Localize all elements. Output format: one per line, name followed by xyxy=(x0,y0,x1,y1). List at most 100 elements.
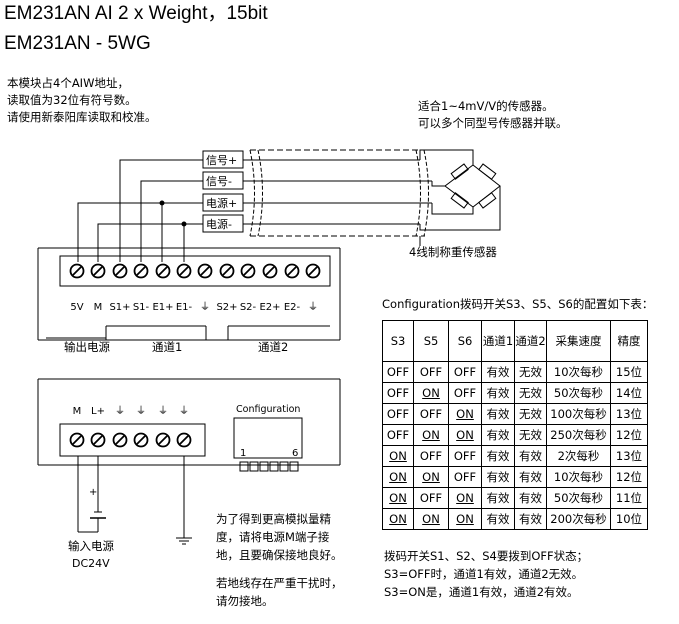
cell-s3: ON xyxy=(382,487,414,509)
cell-speed: 10次每秒 xyxy=(546,466,611,488)
cell-s3: OFF xyxy=(382,382,414,404)
cell-text: ON xyxy=(456,406,474,421)
grounding-note: 请勿接地。 xyxy=(216,594,274,608)
header-s5: S5 xyxy=(413,320,449,362)
cell-text: 有效 xyxy=(519,469,542,484)
grounding-note xyxy=(216,564,343,574)
cell-speed: 100次每秒 xyxy=(546,403,611,425)
lower-terminal-screw-slot xyxy=(72,435,82,445)
table-header-row: S3 S5 S6 通道1 通道2 采集速度 精度 xyxy=(382,320,648,362)
upper-terminal-screw-slot xyxy=(243,266,253,276)
svg-text:+: + xyxy=(89,487,97,498)
cell-precision: 12位 xyxy=(610,424,648,446)
cell-text: 无效 xyxy=(519,385,542,400)
title-line-1: EM231AN AI 2 x Weight，15bit xyxy=(4,3,268,24)
lower-terminal-screw-slot xyxy=(136,435,146,445)
cell-precision: 11位 xyxy=(610,487,648,509)
cell-s5: ON xyxy=(413,382,449,404)
cell-channel-2: 无效 xyxy=(514,382,547,404)
cell-text: OFF xyxy=(453,448,477,463)
sensor-label: 4线制称重传感器 xyxy=(409,245,497,259)
intro-note: 本模块占4个AIW地址， xyxy=(7,76,129,90)
cell-text: 10次每秒 xyxy=(553,469,604,484)
lower-terminal-screw-slot xyxy=(158,435,168,445)
cell-s6: OFF xyxy=(448,466,482,488)
cell-text: 有效 xyxy=(486,364,510,379)
cell-text: 无效 xyxy=(519,406,542,421)
cell-precision: 10位 xyxy=(610,508,648,530)
cell-text: 无效 xyxy=(519,364,542,379)
upper-terminal-label: E1+ xyxy=(152,302,173,313)
header-s6: S6 xyxy=(448,320,482,362)
upper-terminal-screw-slot xyxy=(200,266,210,276)
cell-s6: OFF xyxy=(448,382,482,404)
grounding-note: 若地线存在严重干扰时， xyxy=(216,576,343,590)
cell-text: OFF xyxy=(386,385,410,400)
group-label-channel-2: 通道2 xyxy=(258,340,288,354)
cell-text: OFF xyxy=(419,406,443,421)
group-label-channel-1: 通道1 xyxy=(152,340,182,354)
cell-precision: 14位 xyxy=(610,382,648,404)
cell-text: ON xyxy=(389,469,407,484)
upper-terminal-label: ⏚ xyxy=(308,301,318,313)
cell-text: ON xyxy=(422,511,440,526)
upper-terminal-label: ⏚ xyxy=(200,301,210,313)
cell-text: OFF xyxy=(453,469,477,484)
cell-channel-1: 有效 xyxy=(481,424,515,446)
lower-terminal-label: M xyxy=(73,406,82,417)
upper-terminal-screw-slot xyxy=(72,266,82,276)
upper-terminal-screw-slot xyxy=(158,266,168,276)
upper-terminal-screw-slot xyxy=(222,266,232,276)
power-input-voltage: DC24V xyxy=(72,557,110,570)
cell-text: OFF xyxy=(453,385,477,400)
cell-s5: OFF xyxy=(413,445,449,467)
wire-label-power-minus: 电源- xyxy=(206,217,232,231)
cell-text: ON xyxy=(456,511,474,526)
cell-text: OFF xyxy=(386,427,410,442)
cell-speed: 250次每秒 xyxy=(546,424,611,446)
wire-label-signal-minus: 信号- xyxy=(206,175,232,188)
grounding-note: 地，且要确保接地良好。 xyxy=(216,548,343,562)
cell-precision: 12位 xyxy=(610,466,648,488)
cell-channel-2: 无效 xyxy=(514,403,547,425)
cell-text: 有效 xyxy=(486,490,510,505)
cell-text: ON xyxy=(422,385,440,400)
cell-text: 50次每秒 xyxy=(553,385,604,400)
cell-text: 14位 xyxy=(615,385,643,400)
bottom-notes: 拨码开关S1、S2、S4要拨到OFF状态； S3=OFF时，通道1有效，通道2无… xyxy=(384,547,588,601)
cell-text: 有效 xyxy=(519,511,542,526)
cell-s3: ON xyxy=(382,508,414,530)
cell-text: OFF xyxy=(386,406,410,421)
grounding-note: 度，请将电源M端子接 xyxy=(216,530,330,544)
upper-terminal-label: S1- xyxy=(133,302,150,313)
lower-terminal-screw-slot xyxy=(93,435,103,445)
cell-s5: ON xyxy=(413,424,449,446)
grounding-notes: 为了得到更高模拟量精 度，请将电源M端子接 地，且要确保接地良好。 若地线存在严… xyxy=(216,510,343,610)
upper-terminal-label: S2- xyxy=(240,302,257,313)
cell-text: 2次每秒 xyxy=(557,448,600,463)
cell-s6: ON xyxy=(448,403,482,425)
config-switch-label: Configuration xyxy=(236,404,300,415)
cell-text: 13位 xyxy=(615,406,643,421)
upper-terminal-screw-slot xyxy=(136,266,146,276)
cell-s5: OFF xyxy=(413,403,449,425)
cell-text: OFF xyxy=(419,364,443,379)
intro-notes: 本模块占4个AIW地址， 读取值为32位有符号数。 请使用新泰阳库读取和校准。 xyxy=(7,75,157,126)
upper-terminal-label: E1- xyxy=(176,302,193,313)
cell-text: 12位 xyxy=(615,427,643,442)
cell-s6: OFF xyxy=(448,445,482,467)
cell-channel-2: 有效 xyxy=(514,445,547,467)
cell-text: 有效 xyxy=(486,469,510,484)
header-channel-1: 通道1 xyxy=(481,320,515,362)
lower-terminal-label: L+ xyxy=(91,406,105,417)
cell-text: 无效 xyxy=(519,427,542,442)
cell-precision: 15位 xyxy=(610,361,648,383)
lower-terminal-screw-slot xyxy=(115,435,125,445)
upper-terminal-label: M xyxy=(94,302,103,313)
cell-s3: OFF xyxy=(382,361,414,383)
